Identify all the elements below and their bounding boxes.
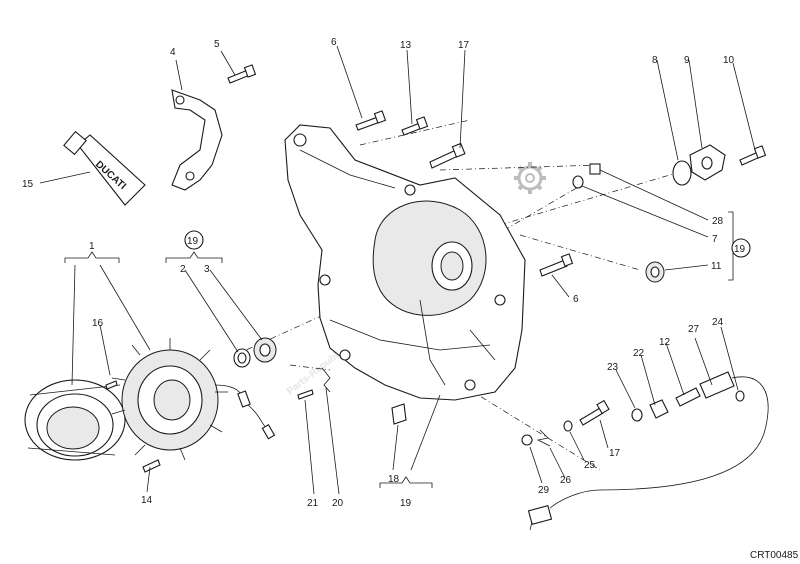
label-part-20: 20 — [332, 498, 344, 509]
label-part-14: 14 — [141, 495, 153, 506]
label-part-9: 9 — [684, 55, 690, 66]
label-part-23: 23 — [607, 362, 619, 373]
label-part-6-top: 6 — [331, 37, 337, 48]
pickup-sensor — [527, 371, 769, 531]
label-part-16: 16 — [92, 318, 104, 329]
label-part-17-bottom: 17 — [609, 448, 621, 459]
circled-markers — [184, 230, 751, 258]
label-part-19-right: 19 — [734, 244, 746, 255]
label-part-29: 29 — [538, 485, 550, 496]
stator — [111, 338, 276, 461]
label-part-26: 26 — [560, 475, 572, 486]
label-part-10: 10 — [723, 55, 735, 66]
label-part-24: 24 — [712, 317, 724, 328]
label-part-4: 4 — [170, 47, 176, 58]
label-part-13: 13 — [400, 40, 412, 51]
label-part-7: 7 — [712, 234, 718, 245]
sealant-tube: DUCATI — [63, 130, 146, 206]
seal-bearing — [233, 337, 277, 368]
label-part-21: 21 — [307, 498, 319, 509]
screws — [105, 64, 767, 473]
label-part-5: 5 — [214, 39, 220, 50]
label-part-2: 2 — [180, 264, 186, 275]
label-part-27: 27 — [688, 324, 700, 335]
label-part-28: 28 — [712, 216, 724, 227]
generator-cover — [284, 124, 526, 401]
rotor — [24, 379, 126, 461]
label-part-6-right: 6 — [573, 294, 579, 305]
label-part-1: 1 — [89, 241, 95, 252]
label-part-19-cover: 19 — [400, 498, 412, 509]
label-part-11: 11 — [711, 261, 722, 272]
label-part-18: 18 — [388, 474, 400, 485]
label-part-15: 15 — [22, 179, 34, 190]
label-part-17-top: 17 — [458, 40, 470, 51]
label-part-19-stator: 19 — [187, 236, 199, 247]
label-part-25: 25 — [584, 460, 596, 471]
reference-code: CRT00485 — [750, 550, 799, 561]
label-part-8: 8 — [652, 55, 658, 66]
gear-watermark-icon — [514, 162, 546, 194]
label-part-3: 3 — [204, 264, 210, 275]
label-part-22: 22 — [633, 348, 645, 359]
leader-lines — [39, 45, 756, 495]
part-labels: 1 2 3 4 5 6 6 7 8 9 10 11 12 13 14 15 16… — [22, 37, 799, 561]
bracket — [171, 89, 223, 191]
group-brackets — [64, 211, 740, 488]
label-part-12: 12 — [659, 337, 671, 348]
